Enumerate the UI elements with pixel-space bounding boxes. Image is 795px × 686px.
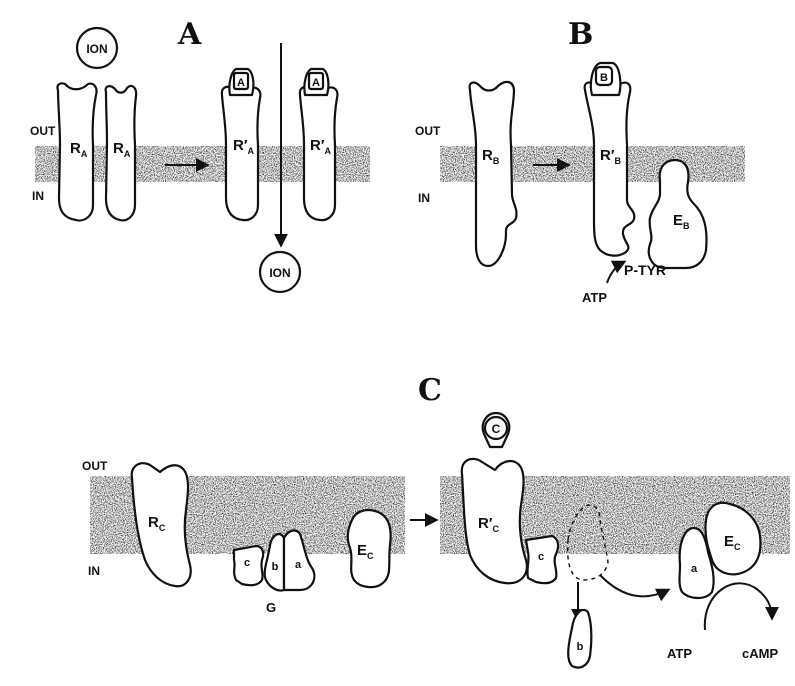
receptor-c-active (462, 459, 527, 583)
svg-text:a: a (295, 559, 302, 571)
atp-arrow-b (607, 262, 624, 283)
out-label-a: OUT (30, 124, 56, 138)
receptor-b (470, 82, 517, 266)
svg-text:b: b (272, 561, 279, 573)
g-subunit-b-released (568, 610, 591, 668)
in-label-b: IN (418, 191, 430, 205)
out-label-b: OUT (415, 124, 441, 138)
atp-label-b: ATP (582, 290, 607, 305)
out-label-c: OUT (82, 459, 108, 473)
ptyr-label: P-TYR (624, 262, 666, 278)
atp-label-c: ATP (667, 646, 692, 661)
svg-text:ION: ION (86, 42, 107, 56)
panel-a-label: A (177, 17, 202, 52)
g-protein-label: G (266, 600, 276, 615)
panel-c-label: C (418, 373, 442, 408)
svg-text:A: A (312, 77, 320, 89)
ligand-a-right: A (304, 69, 328, 95)
ion-inside: ION (260, 252, 300, 292)
svg-text:C: C (492, 422, 501, 436)
svg-text:B: B (600, 72, 608, 84)
ligand-c: C (483, 413, 510, 447)
svg-text:c: c (244, 557, 250, 569)
g-subunit-a-bound-label: a (691, 563, 698, 575)
svg-text:ION: ION (269, 266, 290, 280)
ligand-b: B (591, 63, 620, 95)
ligand-a-left: A (229, 69, 253, 95)
atp-camp-arrow (705, 583, 772, 630)
enzyme-c (348, 510, 391, 587)
in-label-c: IN (88, 564, 100, 578)
ion-outside: ION (77, 28, 117, 68)
g-subunit-c-bound-label: c (538, 551, 544, 563)
g-subunit-b-released-label: b (577, 641, 584, 653)
arrow-a-release (600, 575, 668, 596)
svg-text:A: A (237, 77, 245, 89)
in-label-a: IN (32, 189, 44, 203)
camp-label: cAMP (742, 646, 778, 661)
panel-b-label: B (568, 17, 593, 52)
